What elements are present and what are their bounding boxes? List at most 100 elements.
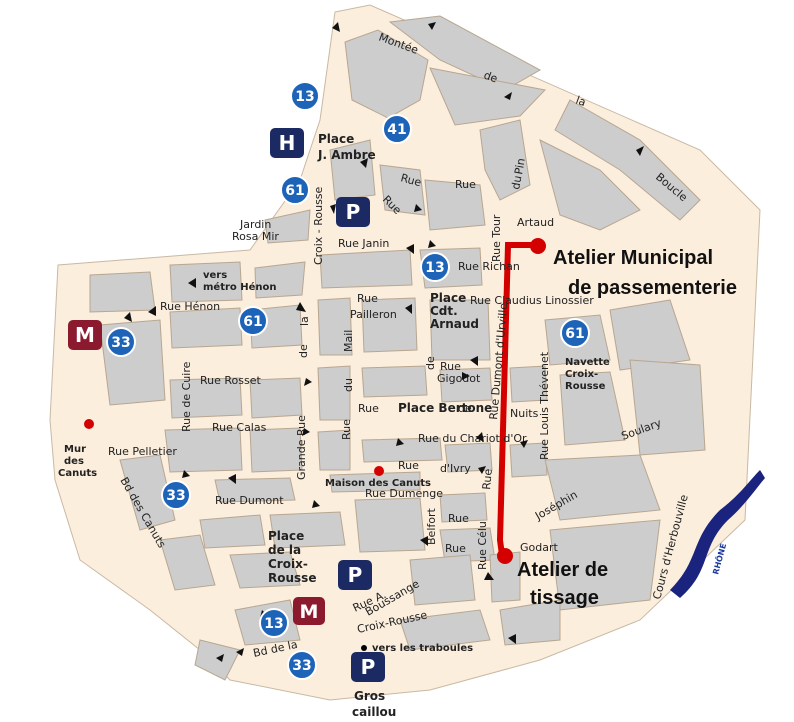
svg-text:de: de — [482, 69, 500, 86]
place-croix-line4: Rousse — [268, 571, 316, 585]
traboules-label: vers les traboules — [372, 643, 473, 654]
traboules-marker[interactable] — [361, 645, 367, 651]
gros-caillou-line1: Gros — [354, 689, 385, 703]
bus-33-left-label: 33 — [111, 335, 130, 351]
place-arnaud-line1: Place — [430, 291, 466, 305]
jardin-line2: Rosa Mir — [232, 230, 279, 243]
parking-icon-top[interactable]: P — [336, 197, 370, 227]
bus-33-bottom-label: 33 — [292, 658, 311, 674]
svg-text:Rue Tour: Rue Tour — [490, 214, 503, 262]
mur-line2: des — [64, 456, 84, 467]
bus-33-bottom[interactable]: 33 — [287, 650, 317, 680]
bus-33-left[interactable]: 33 — [106, 327, 136, 357]
svg-text:Rue: Rue — [480, 468, 495, 490]
svg-text:Mail: Mail — [342, 330, 355, 352]
svg-text:Rue Dumenge: Rue Dumenge — [365, 487, 443, 500]
navette-line1: Navette — [565, 357, 610, 368]
svg-text:Rue: Rue — [357, 292, 378, 305]
bus-41[interactable]: 41 — [382, 114, 412, 144]
svg-text:Rue Dumont: Rue Dumont — [215, 494, 284, 507]
vers-metro-line2: métro Hénon — [203, 281, 277, 293]
vers-metro-line1: vers — [203, 270, 227, 281]
metro-icon-croix-rousse[interactable]: M — [293, 597, 325, 625]
svg-text:de: de — [297, 344, 310, 358]
svg-text:Rue Claudius Linossier: Rue Claudius Linossier — [470, 294, 594, 307]
svg-text:Rue Janin: Rue Janin — [338, 237, 389, 250]
svg-text:Gigodot: Gigodot — [437, 372, 481, 385]
bus-61-right-label: 61 — [565, 326, 584, 342]
route — [496, 238, 546, 564]
maison-label: Maison des Canuts — [325, 478, 431, 489]
atelier-municipal-line1[interactable]: Atelier Municipal — [553, 247, 713, 269]
city-blocks — [89, 15, 706, 681]
metro-henon-label: M — [75, 323, 95, 347]
parking-icon-croix-rousse[interactable]: P — [338, 560, 372, 590]
mur-line1: Mur — [64, 444, 86, 455]
atelier-municipal-line2[interactable]: de passementerie — [568, 277, 737, 299]
metro-croix-label: M — [300, 601, 319, 623]
bus-61-mid-label: 61 — [243, 314, 262, 330]
svg-text:la: la — [298, 316, 311, 326]
svg-text:Nuits: Nuits — [510, 407, 539, 420]
bus-13-top[interactable]: 13 — [290, 81, 320, 111]
svg-text:Rue Richan: Rue Richan — [458, 260, 520, 273]
svg-text:Rue: Rue — [448, 512, 469, 525]
svg-text:Croix - Rousse: Croix - Rousse — [312, 186, 325, 265]
place-croix-line1: Place — [268, 529, 304, 543]
svg-text:Pailleron: Pailleron — [350, 308, 397, 321]
maison-marker[interactable] — [374, 466, 384, 476]
place-ambre-line1: Place — [318, 132, 354, 146]
route-end-tissage[interactable] — [497, 548, 513, 564]
bus-61-right[interactable]: 61 — [560, 318, 590, 348]
svg-text:Artaud: Artaud — [517, 216, 554, 229]
svg-text:Pin: Pin — [512, 157, 528, 175]
metro-icon-henon[interactable]: M — [68, 320, 102, 350]
rhone-river — [670, 470, 765, 598]
svg-text:d'Ivry: d'Ivry — [440, 462, 471, 475]
atelier-tissage-line2[interactable]: tissage — [530, 587, 599, 609]
bus-13-mid-label: 13 — [425, 260, 444, 276]
svg-text:Rue Pelletier: Rue Pelletier — [108, 445, 177, 458]
svg-text:Rue Célu: Rue Célu — [476, 521, 489, 570]
parking-icon-gros-caillou[interactable]: P — [351, 652, 385, 682]
place-arnaud-line2: Cdt. — [430, 304, 458, 318]
place-bertone: Place Bertone — [398, 401, 492, 415]
jardin-line1: Jardin — [239, 218, 271, 231]
atelier-tissage-line1[interactable]: Atelier de — [517, 559, 608, 581]
navette-line2: Croix- — [565, 369, 598, 380]
bus-13-bottom[interactable]: 13 — [259, 608, 289, 638]
svg-text:Rue: Rue — [440, 360, 461, 373]
place-ambre-line2: J. Ambre — [317, 148, 376, 162]
svg-text:Rue du Chariot d'Or: Rue du Chariot d'Or — [418, 432, 527, 445]
hospital-label: H — [279, 131, 296, 155]
bus-41-label: 41 — [387, 122, 406, 138]
svg-text:Rue Louis Thévenet: Rue Louis Thévenet — [538, 351, 551, 460]
route-end-municipal[interactable] — [530, 238, 546, 254]
bus-61-top-label: 61 — [285, 183, 304, 199]
svg-text:du: du — [342, 378, 355, 392]
svg-text:Rue: Rue — [455, 178, 476, 191]
bus-13-mid[interactable]: 13 — [420, 252, 450, 282]
place-arnaud-line3: Arnaud — [430, 317, 479, 331]
svg-text:Rue: Rue — [358, 402, 379, 415]
svg-text:Rue Hénon: Rue Hénon — [160, 300, 220, 313]
hospital-icon[interactable]: H — [270, 128, 304, 158]
svg-text:de: de — [458, 402, 472, 415]
svg-text:Godart: Godart — [520, 541, 558, 554]
svg-text:Rue Rosset: Rue Rosset — [200, 374, 261, 387]
bus-33-mid[interactable]: 33 — [161, 480, 191, 510]
svg-text:du: du — [509, 175, 524, 191]
bus-33-mid-label: 33 — [166, 488, 185, 504]
svg-text:la: la — [574, 94, 588, 110]
svg-text:de: de — [424, 356, 437, 370]
one-way-arrows — [124, 22, 644, 662]
bus-61-mid[interactable]: 61 — [238, 306, 268, 336]
svg-text:Grande Rue: Grande Rue — [295, 415, 308, 480]
gros-caillou-line2: caillou — [352, 705, 396, 719]
bus-61-top[interactable]: 61 — [280, 175, 310, 205]
bus-13-bottom-label: 13 — [264, 616, 283, 632]
bus-13-top-label: 13 — [295, 89, 314, 105]
mur-marker[interactable] — [84, 419, 94, 429]
